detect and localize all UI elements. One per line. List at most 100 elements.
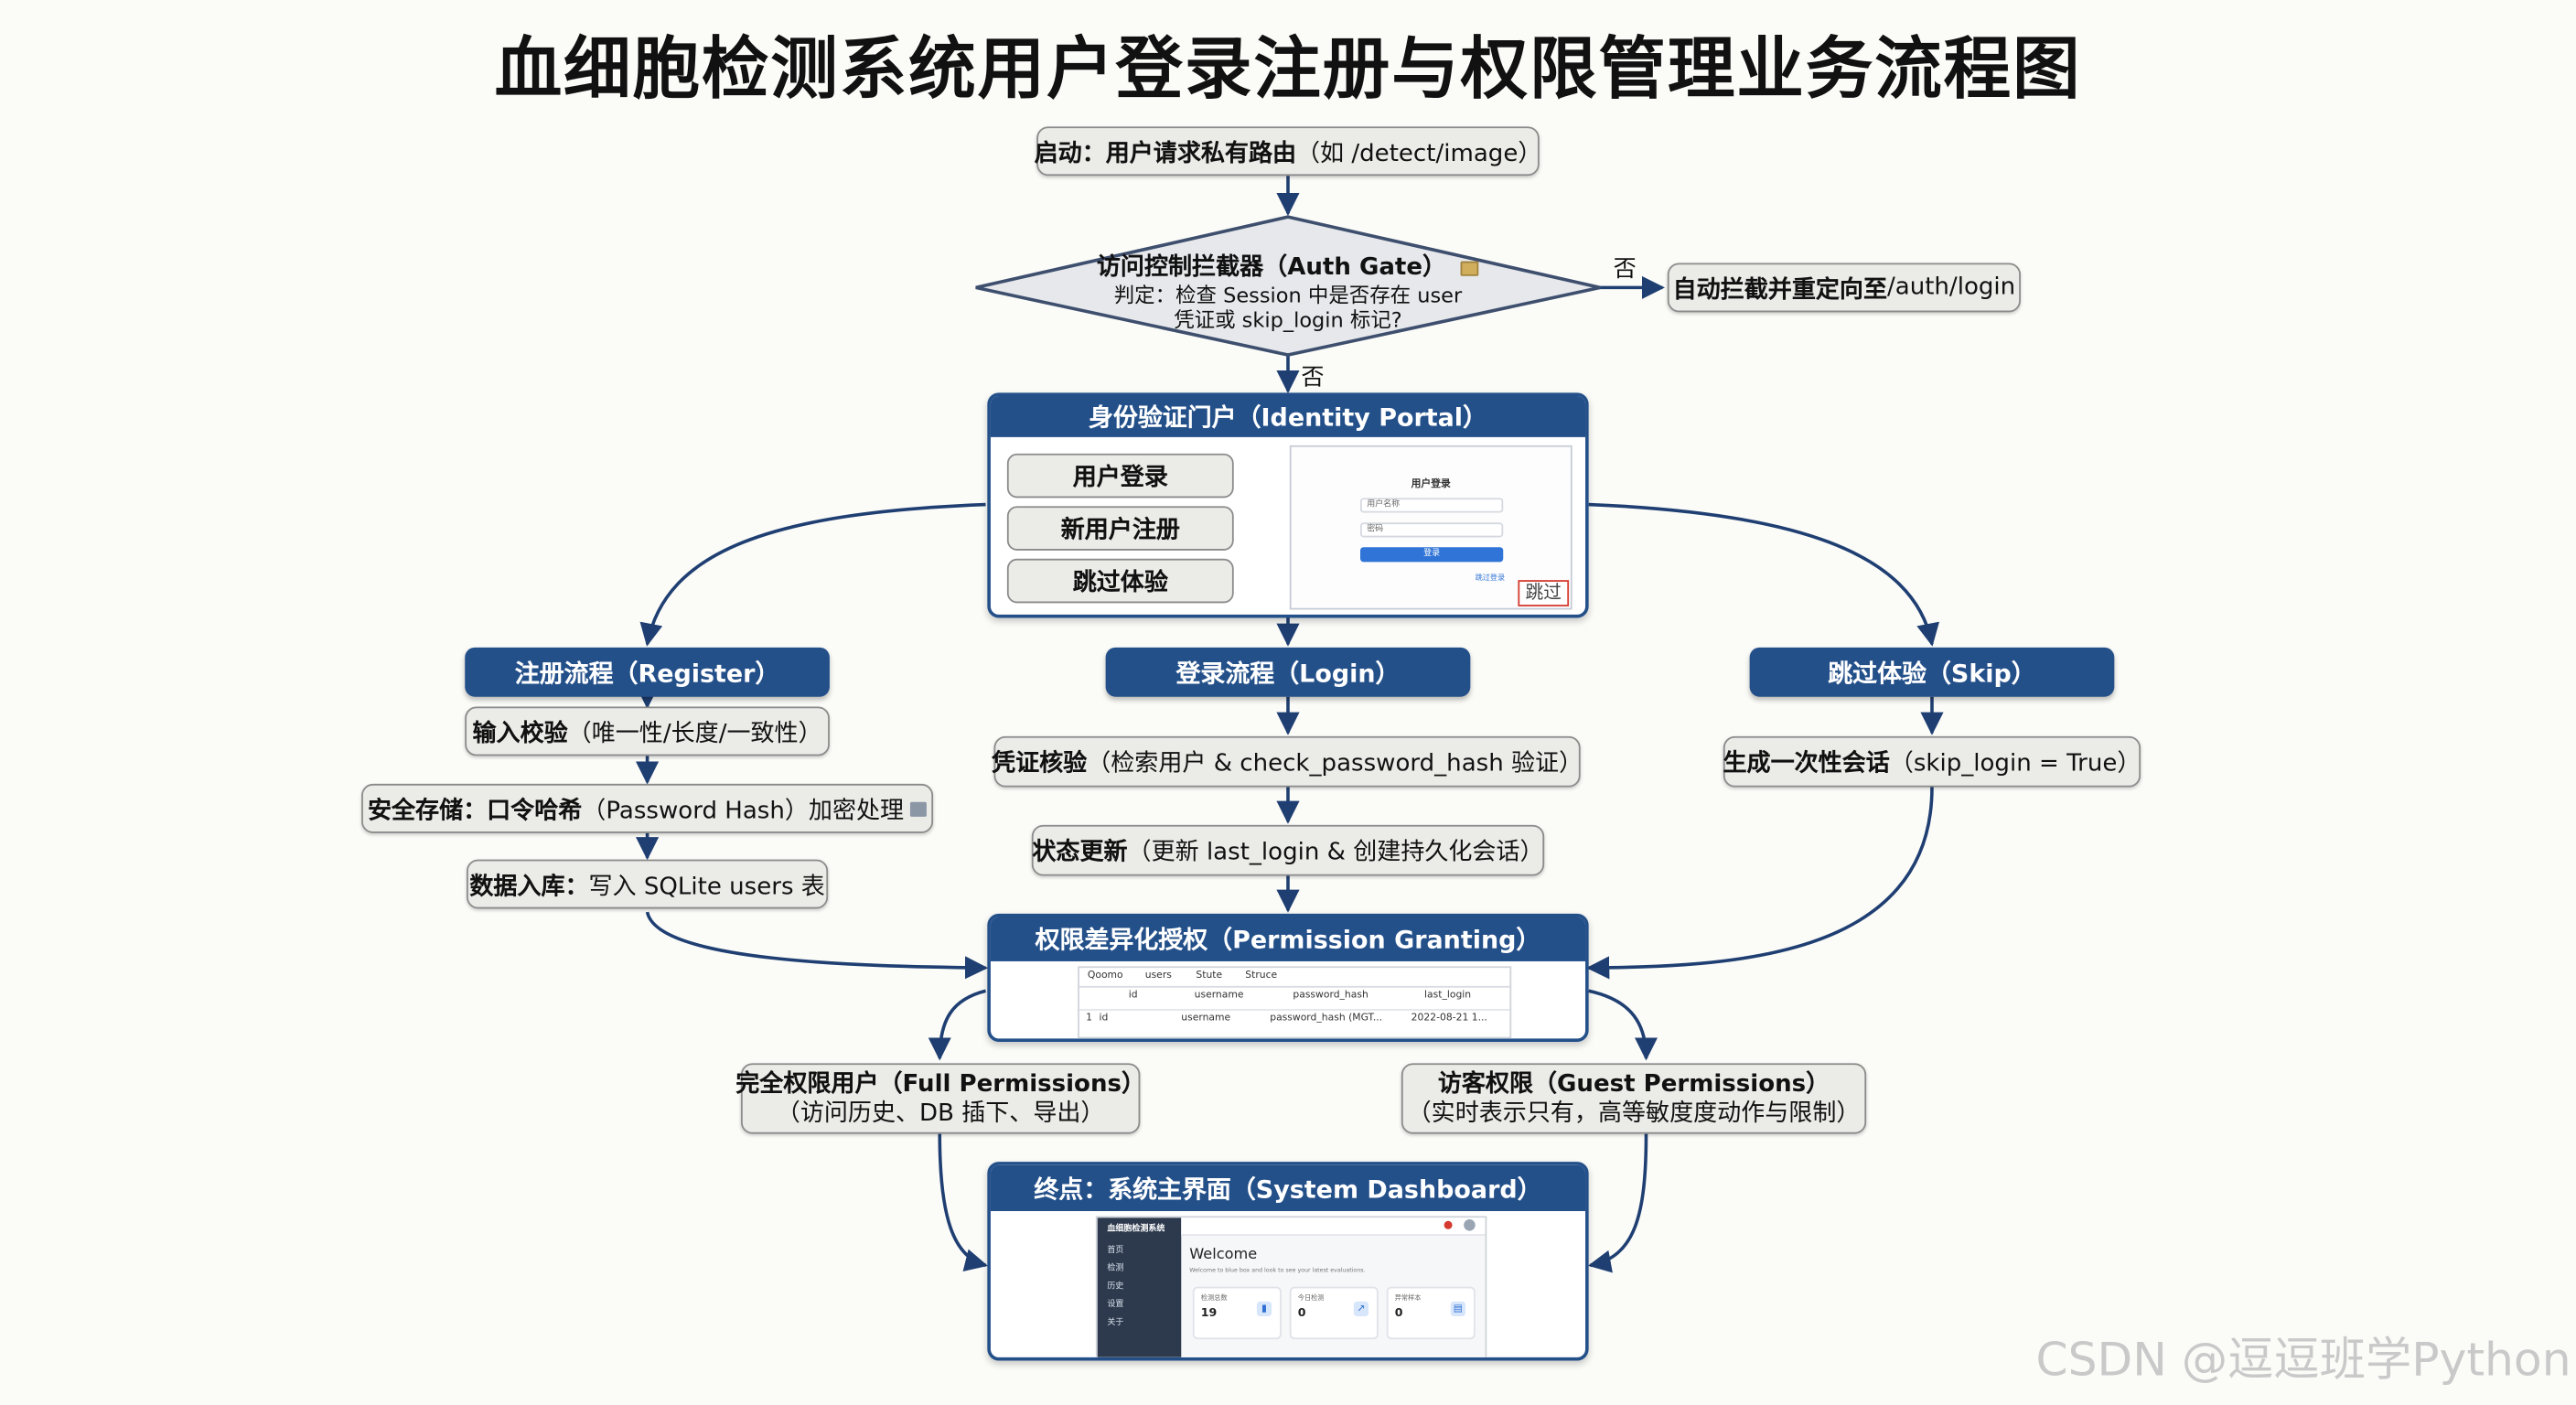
- arrow-permission-to-guest: [1588, 989, 1658, 1061]
- document-icon: ▤: [1450, 1301, 1465, 1316]
- full-permissions-title: 完全权限用户（Full Permissions）: [735, 1070, 1146, 1098]
- edge-label-right: 否: [1613, 256, 1637, 283]
- register-option-button[interactable]: 新用户注册: [1006, 506, 1234, 551]
- trend-icon: ↗: [1353, 1301, 1368, 1316]
- skip-step1-normal: （skip_login = True）: [1889, 751, 2141, 778]
- skip-step-session: 生成一次性会话（skip_login = True）: [1723, 735, 2141, 788]
- arrow-portal-to-skip: [1588, 502, 1940, 647]
- dashboard-welcome: Welcome: [1189, 1247, 1258, 1264]
- redirect-node: 自动拦截并重定向至 /auth/login: [1667, 263, 2021, 313]
- start-node-normal: （如 /detect/image）: [1296, 140, 1542, 167]
- login-option-button[interactable]: 用户登录: [1006, 453, 1234, 499]
- table-tab[interactable]: Qoomo: [1087, 969, 1123, 981]
- auth-gate-text: 访问控制拦截器（Auth Gate） 判定：检查 Session 中是否存在 u…: [1035, 248, 1540, 332]
- edge-label-down: 否: [1301, 364, 1325, 391]
- stat-card-value: 0: [1394, 1306, 1403, 1320]
- lock-icon: [1461, 261, 1480, 276]
- sidebar-menu-item[interactable]: 设置: [1107, 1300, 1124, 1310]
- register-step2-normal: （Password Hash）加密处理: [582, 798, 905, 824]
- bell-icon[interactable]: [1444, 1220, 1453, 1229]
- dashboard-title: 终点：系统主界面（System Dashboard）: [990, 1164, 1586, 1212]
- sidebar-menu-item[interactable]: 首页: [1107, 1245, 1124, 1256]
- dashboard-topbar: [1181, 1217, 1486, 1236]
- users-table-preview: Qoomo users Stute Struce id username pas…: [1078, 966, 1512, 1039]
- dashboard-brand: 血细胞检测系统: [1107, 1224, 1165, 1235]
- preview-username-field[interactable]: 用户名称: [1360, 498, 1504, 513]
- table-tabs: Qoomo users Stute Struce: [1079, 968, 1510, 988]
- preview-skip-button[interactable]: 跳过: [1518, 580, 1570, 606]
- stat-card-label: 异常样本: [1394, 1292, 1422, 1302]
- skip-header: 跳过体验（Skip）: [1749, 647, 2115, 697]
- table-cell: password_hash (MGT...: [1270, 1012, 1383, 1024]
- register-step-hash: 安全存储：口令哈希（Password Hash）加密处理: [361, 783, 934, 833]
- sidebar-menu-item[interactable]: 关于: [1107, 1317, 1124, 1328]
- table-header-row: id username password_hash last_login: [1079, 989, 1510, 1011]
- stat-card-value: 19: [1200, 1306, 1218, 1320]
- sidebar-menu-item[interactable]: 历史: [1107, 1282, 1124, 1292]
- full-permissions-detail: （访问历史、DB 插下、导出）: [776, 1099, 1105, 1127]
- table-tab[interactable]: Stute: [1196, 969, 1223, 981]
- permission-panel: 权限差异化授权（Permission Granting） Qoomo users…: [987, 913, 1589, 1042]
- full-permissions-node: 完全权限用户（Full Permissions） （访问历史、DB 插下、导出）: [735, 1063, 1145, 1134]
- auth-gate-diamond: [975, 215, 1601, 357]
- register-step3-bold: 数据入库：: [469, 873, 589, 900]
- stat-card: 异常样本 0 ▤: [1386, 1286, 1476, 1340]
- dashboard-panel: 终点：系统主界面（System Dashboard） 血细胞检测系统 首页 检测…: [987, 1162, 1589, 1361]
- login-step1-normal: （检索用户 & check_password_hash 验证）: [1087, 751, 1583, 778]
- login-step2-normal: （更新 last_login & 创建持久化会话）: [1127, 840, 1544, 866]
- login-step-update: 状态更新（更新 last_login & 创建持久化会话）: [1031, 824, 1545, 876]
- chart-icon: ▮: [1256, 1301, 1272, 1316]
- stat-card: 今日检测 0 ↗: [1289, 1286, 1379, 1340]
- register-step-store: 数据入库：写入 SQLite users 表: [467, 859, 829, 909]
- dashboard-sidebar: 血细胞检测系统 首页 检测 历史 设置 关于: [1097, 1217, 1182, 1357]
- preview-submit-button[interactable]: 登录: [1360, 547, 1504, 563]
- arrow-skip-to-permission: [1586, 787, 1934, 980]
- preview-skip-link[interactable]: 跳过登录: [1475, 574, 1506, 584]
- permission-title: 权限差异化授权（Permission Granting）: [990, 917, 1586, 961]
- skip-option-button[interactable]: 跳过体验: [1006, 558, 1234, 604]
- redirect-normal: /auth/login: [1886, 274, 2016, 301]
- identity-portal-title: 身份验证门户（Identity Portal）: [990, 395, 1586, 437]
- table-header-cell: id: [1128, 989, 1138, 1002]
- preview-heading: 用户登录: [1411, 477, 1451, 490]
- register-header: 注册流程（Register）: [465, 647, 830, 697]
- arrow-permission-to-full: [928, 989, 986, 1061]
- skip-step1-bold: 生成一次性会话: [1723, 751, 1890, 778]
- guest-permissions-title: 访客权限（Guest Permissions）: [1437, 1070, 1830, 1098]
- register-step3-normal: 写入 SQLite users 表: [588, 873, 825, 900]
- stat-card-value: 0: [1297, 1306, 1306, 1320]
- login-form-preview: 用户登录 用户名称 密码 登录 跳过登录 跳过: [1289, 445, 1572, 610]
- arrow-guest-to-dashboard: [1587, 1133, 1648, 1273]
- redirect-bold: 自动拦截并重定向至: [1672, 276, 1887, 304]
- table-cell: id: [1099, 1012, 1109, 1024]
- lock-icon: [910, 800, 928, 816]
- auth-gate-line1: 判定：检查 Session 中是否存在 user: [1113, 282, 1463, 307]
- stat-card: 检测总数 19 ▮: [1192, 1286, 1282, 1340]
- stat-card-label: 今日检测: [1297, 1292, 1325, 1302]
- login-step1-bold: 凭证核验: [992, 751, 1088, 778]
- table-tab[interactable]: Struce: [1245, 969, 1278, 981]
- stat-card-label: 检测总数: [1200, 1292, 1228, 1302]
- guest-permissions-node: 访客权限（Guest Permissions） （实时表示只有，高等敏度度动作与…: [1401, 1063, 1867, 1134]
- register-step-validate: 输入校验（唯一性/长度/一致性）: [465, 706, 830, 756]
- sidebar-menu-item[interactable]: 检测: [1107, 1263, 1124, 1274]
- auth-gate-title: 访问控制拦截器（Auth Gate）: [1096, 254, 1447, 282]
- table-cell: username: [1181, 1012, 1231, 1024]
- login-step-verify: 凭证核验（检索用户 & check_password_hash 验证）: [992, 735, 1583, 788]
- table-cell: 1: [1086, 1012, 1092, 1024]
- table-tab[interactable]: users: [1144, 969, 1172, 981]
- table-header-cell: password_hash: [1293, 989, 1368, 1002]
- arrow-full-to-dashboard: [938, 1133, 988, 1271]
- preview-password-field[interactable]: 密码: [1360, 522, 1504, 538]
- watermark: CSDN @逗逗班学Python: [2035, 1332, 2571, 1388]
- guest-permissions-detail: （实时表示只有，高等敏度度动作与限制）: [1407, 1099, 1861, 1127]
- identity-portal-panel: 身份验证门户（Identity Portal） 用户登录 新用户注册 跳过体验 …: [987, 392, 1589, 618]
- table-cell: 2022-08-21 1...: [1411, 1012, 1487, 1024]
- dashboard-preview: 血细胞检测系统 首页 检测 历史 设置 关于 Welcome Welcome t…: [1095, 1216, 1487, 1357]
- auth-gate-line2: 凭证或 skip_login 标记?: [1174, 306, 1402, 332]
- login-header: 登录流程（Login）: [1105, 647, 1471, 697]
- register-step1-bold: 输入校验: [472, 720, 568, 747]
- avatar[interactable]: [1464, 1219, 1476, 1231]
